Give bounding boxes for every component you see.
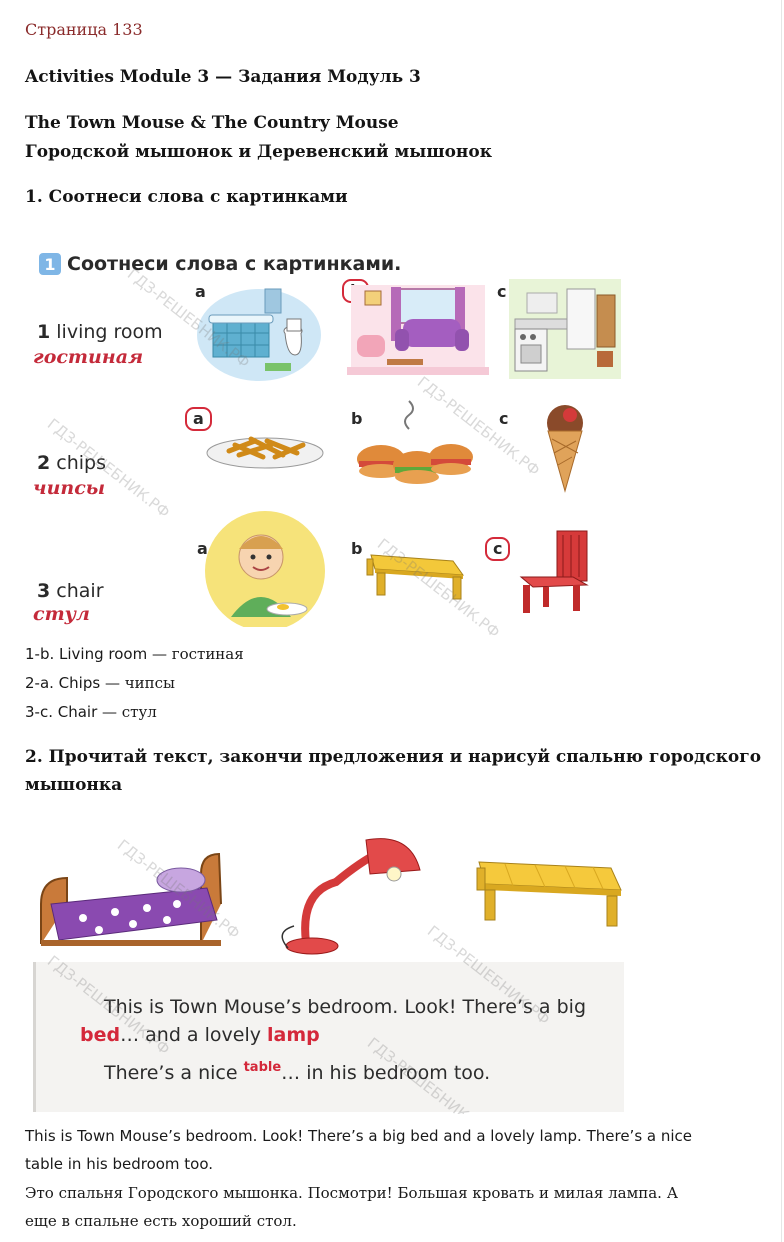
exercise-1-title: 1 Соотнеси слова с картинками. <box>39 253 401 275</box>
word-text: chair <box>56 580 104 602</box>
word-number: 2 <box>37 452 51 474</box>
reading-line-2-text: … and a lovely <box>120 1024 268 1046</box>
task2-heading-line1: 2. Прочитай текст, закончи предложения и… <box>25 747 762 767</box>
answer-2-ru: — чипсы <box>100 674 175 692</box>
living-room-picture <box>347 285 489 375</box>
word-chair: 3 chair <box>37 580 104 602</box>
option-3a-label: a <box>197 539 208 558</box>
option-2c-label: c <box>499 409 509 428</box>
option-2b-label: b <box>351 409 363 428</box>
word-chips: 2 chips <box>37 452 106 474</box>
translation-paragraph-en: This is Town Mouse’s bedroom. Look! Ther… <box>25 1122 755 1178</box>
kitchen-picture <box>509 279 621 379</box>
answer-bed: bed <box>80 1024 121 1046</box>
table-picture-2 <box>476 861 622 927</box>
option-3b-label: b <box>351 539 363 558</box>
task2-heading-line2: мышонка <box>25 775 123 795</box>
page-label: Страница 133 <box>25 20 143 39</box>
paragraph-en-line1: This is Town Mouse’s bedroom. Look! Ther… <box>25 1127 693 1145</box>
word-number: 3 <box>37 580 51 602</box>
task1-heading: 1. Соотнеси слова с картинками <box>25 187 348 207</box>
reading-text-box: This is Town Mouse’s bedroom. Look! Ther… <box>33 962 624 1112</box>
exercise-1-instruction: Соотнеси слова с картинками. <box>67 253 402 275</box>
burgers-picture <box>357 400 473 484</box>
reading-line-3-start: There’s a nice <box>104 1062 244 1084</box>
answer-lamp: lamp <box>267 1024 320 1046</box>
answer-1: 1-b. Living room — гостиная <box>25 645 244 663</box>
answer-3-ru: — стул <box>97 703 157 721</box>
exercise-number-badge: 1 <box>39 253 61 275</box>
reading-line-2: bed… and a lovely lamp <box>80 1024 320 1046</box>
exercise-1-image: 1 Соотнеси слова с картинками. 1 living … <box>25 245 625 640</box>
answer-1-ru: — гостиная <box>147 645 244 663</box>
word-number: 1 <box>37 321 51 343</box>
translation-chair: стул <box>33 603 90 625</box>
ice-cream-picture <box>547 405 583 493</box>
word-living-room: 1 living room <box>37 321 163 343</box>
answer-3-en: 3-c. Chair <box>25 703 98 721</box>
paragraph-en-line2: table in his bedroom too. <box>25 1155 214 1173</box>
paragraph-ru-line2: еще в спальне есть хороший стол. <box>25 1212 297 1230</box>
option-1a-label: a <box>195 282 206 301</box>
option-3c-circled: c <box>485 537 511 561</box>
reading-line-1: This is Town Mouse’s bedroom. Look! Ther… <box>104 996 587 1018</box>
exercise-2-image: This is Town Mouse’s bedroom. Look! Ther… <box>25 812 625 1114</box>
translation-chips: чипсы <box>33 477 106 499</box>
answer-2: 2-a. Chips — чипсы <box>25 674 175 692</box>
story-title-en: The Town Mouse & The Country Mouse <box>25 113 399 133</box>
table-picture <box>366 554 465 600</box>
story-title-ru: Городской мышонок и Деревенский мышонок <box>25 142 492 162</box>
answer-table: table <box>243 1060 282 1075</box>
bed-picture <box>40 852 222 946</box>
word-text: living room <box>56 321 163 343</box>
answer-2-en: 2-a. Chips <box>25 674 101 692</box>
word-text: chips <box>56 452 107 474</box>
chair-picture <box>519 530 589 613</box>
translation-paragraph-ru: Это спальня Городского мышонка. Посмотри… <box>25 1179 755 1235</box>
page-border <box>781 0 782 1242</box>
answer-3: 3-c. Chair — стул <box>25 703 157 721</box>
bathroom-picture <box>197 288 321 381</box>
lamp-picture <box>281 838 421 955</box>
reading-line-3-end: … in his bedroom too. <box>281 1062 491 1084</box>
answer-1-en: 1-b. Living room <box>25 645 148 663</box>
option-1c-label: c <box>497 282 507 301</box>
module-heading: Activities Module 3 — Задания Модуль 3 <box>25 67 421 87</box>
option-2a-circled: a <box>185 407 212 431</box>
reading-line-3: There’s a nice table… in his bedroom too… <box>104 1060 491 1084</box>
boy-eating-picture <box>205 511 325 627</box>
paragraph-ru-line1: Это спальня Городского мышонка. Посмотри… <box>25 1184 679 1202</box>
translation-living-room: гостиная <box>33 346 144 368</box>
chips-picture <box>206 436 324 469</box>
